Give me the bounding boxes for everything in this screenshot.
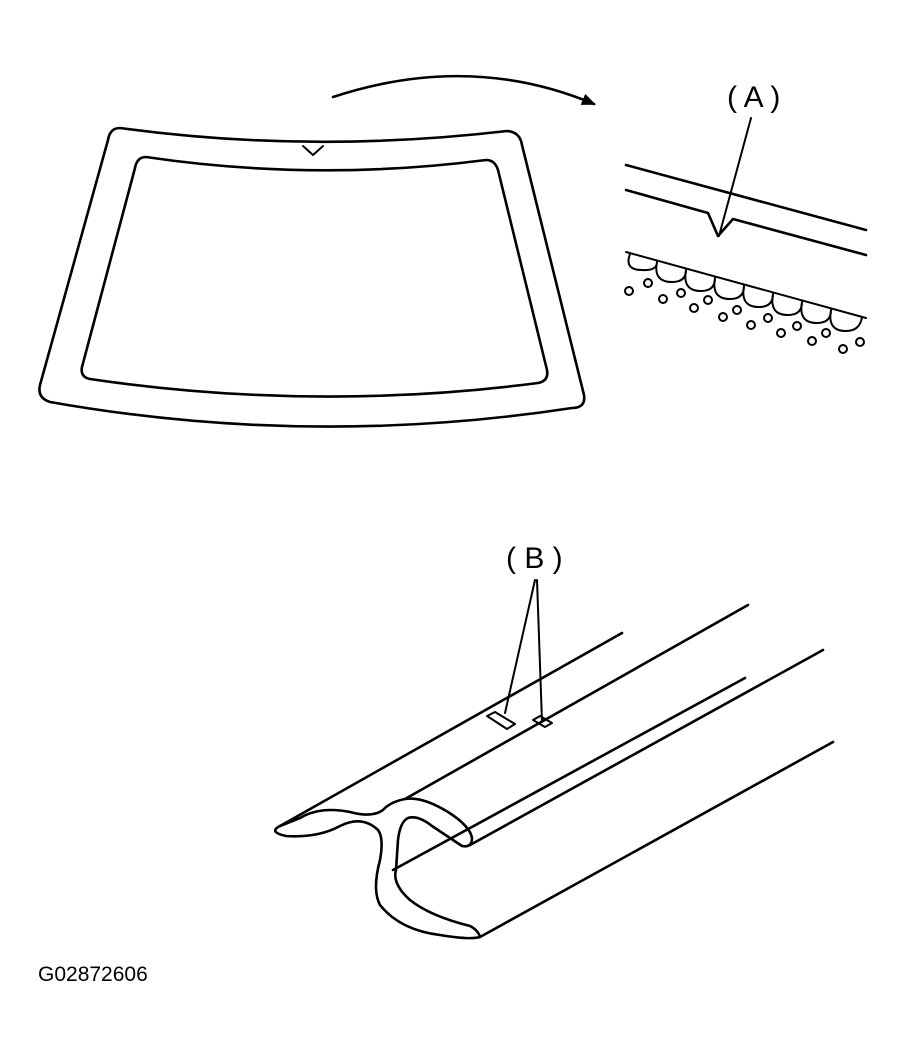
molding-mark-right [532,715,553,728]
ceramic-dots [624,278,865,354]
detail-glass-edge-top [624,163,868,232]
molding-ridge-line-1 [403,603,750,801]
molding-cross-section [273,797,482,940]
molding: ( B ) [273,542,835,940]
ceramic-scallop-edge [625,251,867,332]
windshield-inner-edge [80,155,549,398]
callout-a-leader [718,117,752,237]
molding-ridge-line-2 [468,648,825,847]
detail-glass-edge-notched [624,188,868,257]
windshield-outer-edge [38,126,586,428]
molding-flange-top-line [278,631,624,828]
callout-a-label: ( A ) [727,81,780,114]
figure-code: G02872606 [38,963,148,986]
callout-b-leader-right [536,579,543,723]
detail-a: ( A ) [624,81,868,354]
molding-bottom-line [478,740,835,939]
detail-arrow [331,74,596,106]
callout-b-label: ( B ) [506,542,563,575]
windshield-notch-mark [302,145,324,156]
molding-mark-left [486,711,516,730]
windshield-glass [38,126,586,428]
callout-b-leader-left [504,579,536,714]
